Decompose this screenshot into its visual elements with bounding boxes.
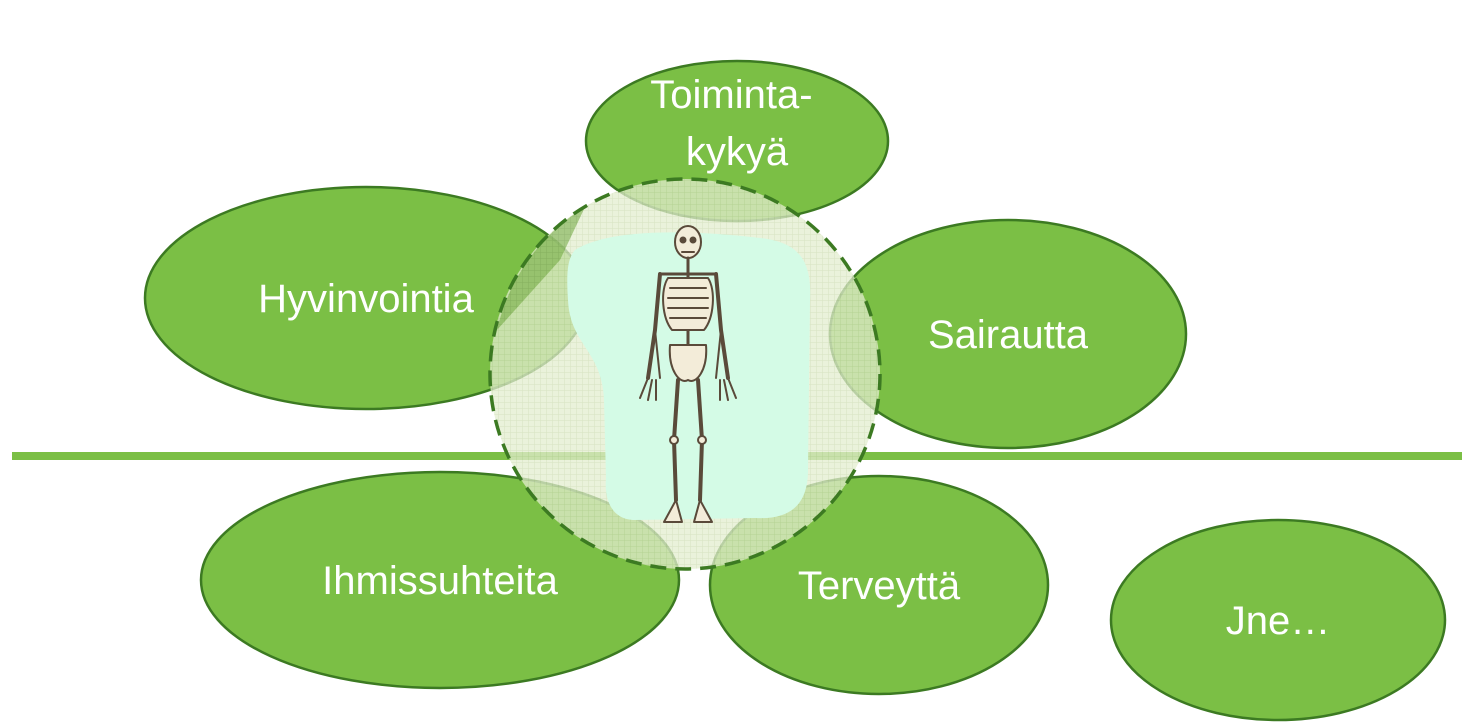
bubble-toimintakykya-line-2: kykyä <box>686 130 789 174</box>
bubble-ihmissuhteita-label: Ihmissuhteita <box>322 559 558 603</box>
bubble-toimintakykya-line-1: Toiminta- <box>650 73 812 117</box>
bubble-jne: Jne… <box>1111 520 1445 720</box>
bubble-sairautta: Sairautta <box>830 220 1186 448</box>
bubble-terveytta-label: Terveyttä <box>798 564 961 608</box>
bubble-jne-label: Jne… <box>1226 599 1331 643</box>
bubble-sairautta-label: Sairautta <box>928 313 1089 357</box>
bubble-hyvinvointia-label: Hyvinvointia <box>258 277 474 321</box>
